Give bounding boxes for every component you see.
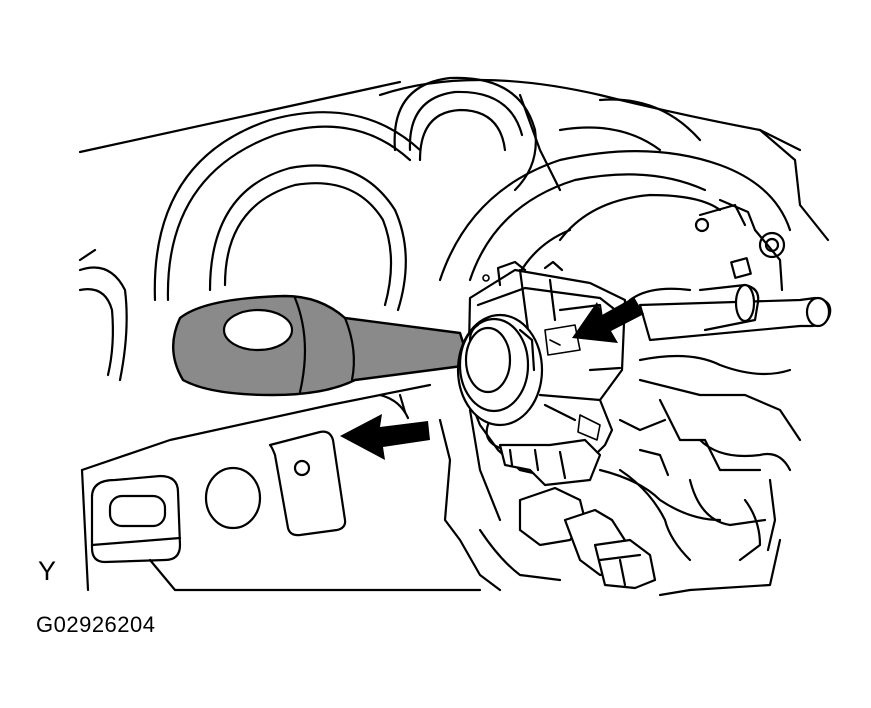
figure-code: G02926204: [36, 612, 156, 637]
dashboard-outline: [78, 78, 830, 592]
lower-switch-panel: [90, 393, 410, 564]
gauge-cluster: [78, 76, 702, 382]
switch-lever: [171, 294, 472, 397]
wiring-harness: [438, 378, 802, 597]
lever-base-ring: [456, 313, 544, 427]
view-letter: Y: [38, 556, 57, 586]
arrow-left-icon: [340, 414, 430, 460]
steering-column-shaft: [628, 283, 832, 376]
steering-column-cover: [438, 150, 792, 312]
arrow-down-left-icon: [572, 297, 644, 343]
